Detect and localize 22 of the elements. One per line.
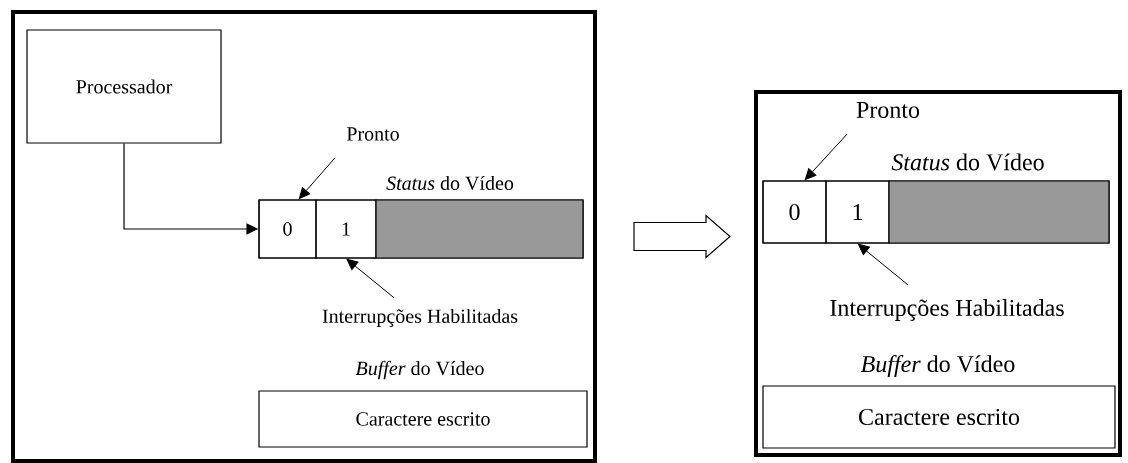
buffer-box: Buffer do Vídeo Caractere escrito [762, 355, 1116, 449]
register-cell: 0 [762, 180, 827, 244]
frame [11, 10, 597, 463]
node-label: Status do Vídeo [891, 153, 1044, 171]
leader-arrow [298, 157, 336, 199]
leader-arrow [346, 258, 395, 299]
buffer-box: Buffer do Vídeo Caractere escrito [258, 360, 588, 448]
node-label: Buffer do Vídeo [355, 360, 484, 380]
callout-text: Pronto [856, 102, 920, 118]
register-field [888, 180, 1110, 244]
node-label: Status do Vídeo [386, 175, 514, 191]
callout-text: Interrupções Habilitadas [322, 308, 518, 328]
leader-arrow [857, 243, 909, 286]
leader-arrow [804, 133, 848, 180]
callout-text: Pronto [346, 127, 399, 141]
block-arrow [633, 214, 731, 259]
callout-text: Interrupções Habilitadas [830, 299, 1064, 321]
process-box: Processador [26, 29, 222, 144]
node-label: Buffer do Vídeo [860, 355, 1015, 377]
frame [754, 90, 1122, 457]
register-field [375, 199, 584, 259]
register-cell: 0 [258, 199, 317, 259]
